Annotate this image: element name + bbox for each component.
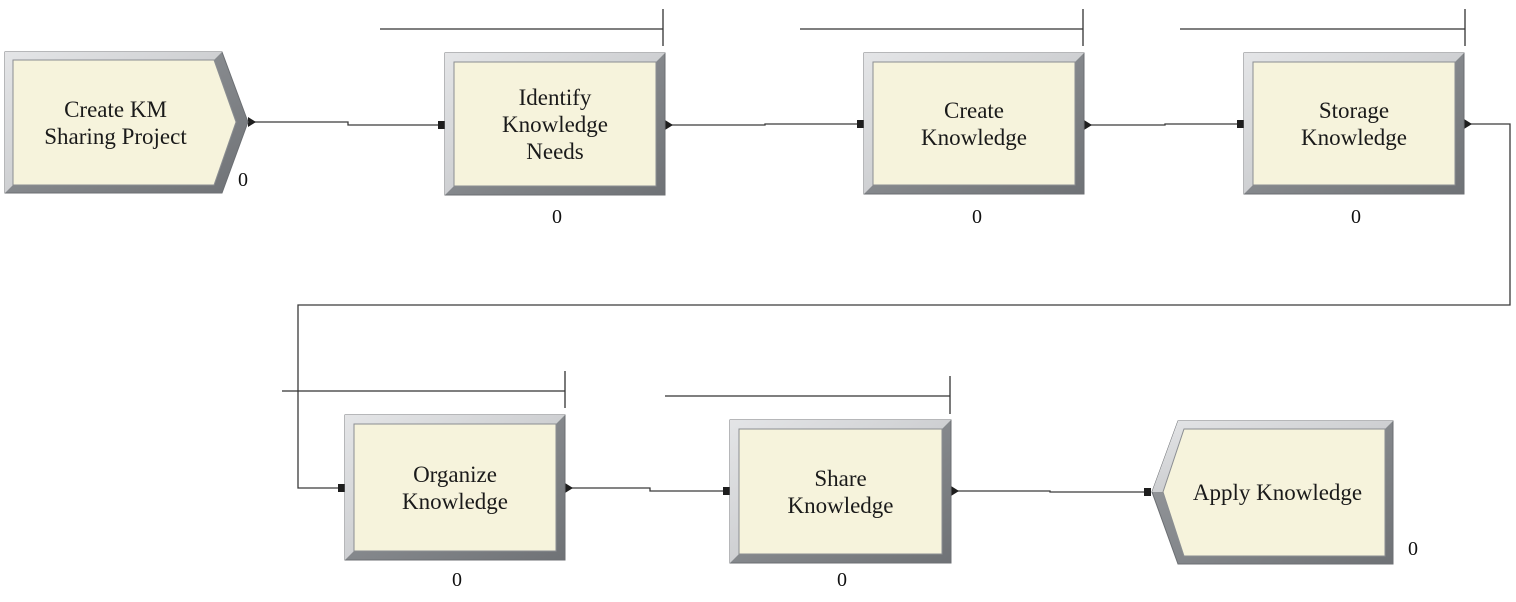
connector-create-to-storage[interactable] [1088, 123, 1239, 126]
create-knowledge-label: Create Knowledge [920, 97, 1028, 150]
queue-lines [282, 9, 1466, 414]
entry-point-organize[interactable] [338, 484, 345, 492]
entry-point-share[interactable] [723, 487, 730, 495]
connector-storage-to-organize[interactable] [297, 123, 1511, 489]
connectors [254, 121, 1511, 493]
exit-point-create-project[interactable] [248, 117, 256, 127]
storage-knowledge-label: Storage Knowledge [1300, 97, 1408, 150]
connector-organize-to-share[interactable] [569, 487, 725, 492]
exit-point-identify[interactable] [665, 120, 673, 130]
organize-knowledge-module[interactable] [344, 414, 566, 561]
queue-create-knowledge[interactable] [800, 9, 1084, 46]
queue-storage[interactable] [1180, 9, 1466, 46]
exit-point-create-knowledge[interactable] [1084, 120, 1092, 130]
create-km-sharing-project-module[interactable] [4, 51, 249, 194]
connector-identify-to-create-knowledge[interactable] [669, 123, 859, 126]
share-knowledge-label: Share Knowledge [787, 465, 894, 518]
connector-create-to-identify[interactable] [254, 121, 440, 126]
queue-identify[interactable] [380, 9, 664, 46]
identify-knowledge-needs-module[interactable] [444, 52, 666, 196]
apply-knowledge-label: Apply Knowledge [1192, 480, 1363, 505]
share-knowledge-counter: 0 [837, 569, 847, 591]
connector-share-to-apply[interactable] [955, 490, 1146, 493]
storage-knowledge-counter: 0 [1351, 206, 1361, 228]
organize-knowledge-label: Organize Knowledge [401, 461, 509, 514]
exit-point-share[interactable] [951, 486, 959, 496]
exit-point-storage[interactable] [1464, 119, 1472, 129]
organize-knowledge-counter: 0 [452, 569, 462, 591]
storage-knowledge-module[interactable] [1243, 52, 1465, 195]
exit-point-organize[interactable] [565, 483, 573, 493]
share-knowledge-module[interactable] [729, 419, 952, 564]
entry-point-storage[interactable] [1237, 120, 1244, 128]
create-km-sharing-project-label: Create KM Sharing Project [44, 96, 187, 149]
create-knowledge-module[interactable] [863, 52, 1085, 195]
queue-organize[interactable] [282, 371, 566, 408]
identify-knowledge-needs-label: Identify Knowledge Needs [501, 84, 609, 164]
apply-knowledge-module[interactable] [1151, 420, 1394, 565]
create-knowledge-counter: 0 [972, 206, 982, 228]
entry-point-identify[interactable] [438, 121, 445, 129]
entry-point-apply[interactable] [1144, 488, 1151, 496]
apply-knowledge-counter: 0 [1408, 538, 1418, 560]
entry-point-create-knowledge[interactable] [857, 120, 864, 128]
identify-knowledge-needs-counter: 0 [552, 206, 562, 228]
queue-share[interactable] [665, 376, 951, 414]
create-km-sharing-project-counter: 0 [238, 169, 248, 191]
connector-markers [248, 117, 1472, 496]
